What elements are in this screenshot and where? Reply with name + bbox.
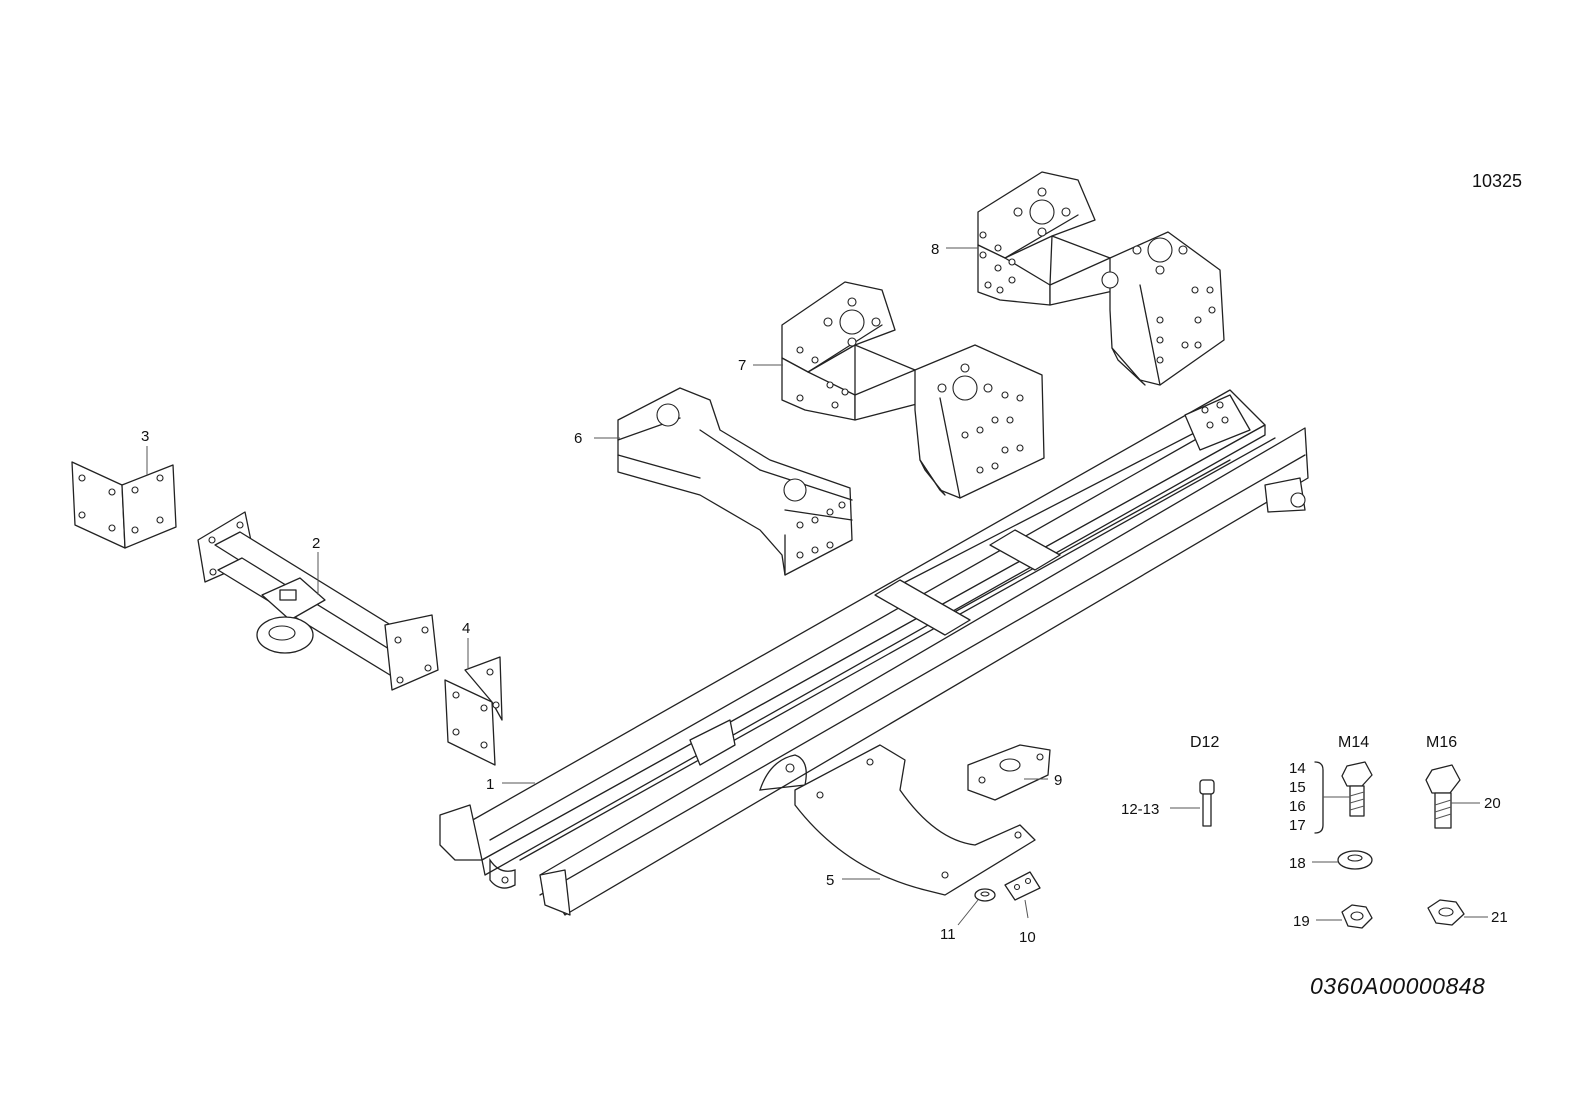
leader-lines (146, 247, 1488, 926)
callout-15: 15 (1289, 779, 1306, 796)
document-number: 10325 (1472, 171, 1522, 191)
callout-18: 18 (1289, 855, 1306, 872)
part-11-washer (974, 888, 996, 902)
bolt-group-bracket (1314, 761, 1324, 834)
part-2-cross-tube (197, 511, 439, 691)
part-6-support-bracket (617, 387, 853, 576)
callout-2: 2 (312, 535, 320, 552)
callout-8: 8 (931, 241, 939, 258)
callout-14: 14 (1289, 760, 1306, 777)
callout-17: 17 (1289, 817, 1306, 834)
callout-1: 1 (486, 776, 494, 793)
callout-12-13: 12-13 (1121, 801, 1159, 818)
bolt-m14-icon (1341, 761, 1373, 817)
part-code: 0360A00000848 (1310, 973, 1485, 999)
callout-4: 4 (462, 620, 470, 637)
bolt-d12-icon (1199, 779, 1215, 827)
callout-7: 7 (738, 357, 746, 374)
callout-21: 21 (1491, 909, 1508, 926)
callout-20: 20 (1484, 795, 1501, 812)
part-3-angle-bracket (71, 461, 177, 549)
callout-9: 9 (1054, 772, 1062, 789)
size-header-d12: D12 (1190, 734, 1219, 751)
nut-m16-icon (1427, 899, 1465, 926)
callout-11: 11 (940, 926, 956, 943)
size-header-m16: M16 (1426, 734, 1457, 751)
callout-10: 10 (1019, 929, 1036, 946)
bolt-m16-icon (1425, 764, 1461, 829)
size-header-m14: M14 (1338, 734, 1369, 751)
washer-icon (1337, 850, 1373, 870)
part-8-support-bracket (977, 171, 1225, 386)
part-10-pad (1004, 871, 1041, 901)
callout-16: 16 (1289, 798, 1306, 815)
callout-3: 3 (141, 428, 149, 445)
part-7-support-bracket (781, 281, 1045, 499)
part-1-main-frame (439, 389, 1309, 916)
part-4-angle-bracket (444, 656, 503, 766)
part-9-plate (967, 744, 1051, 801)
part-5-curved-plate (794, 744, 1036, 896)
callout-19: 19 (1293, 913, 1310, 930)
callout-5: 5 (826, 872, 834, 889)
nut-m14-icon (1341, 904, 1373, 929)
callout-6: 6 (574, 430, 582, 447)
